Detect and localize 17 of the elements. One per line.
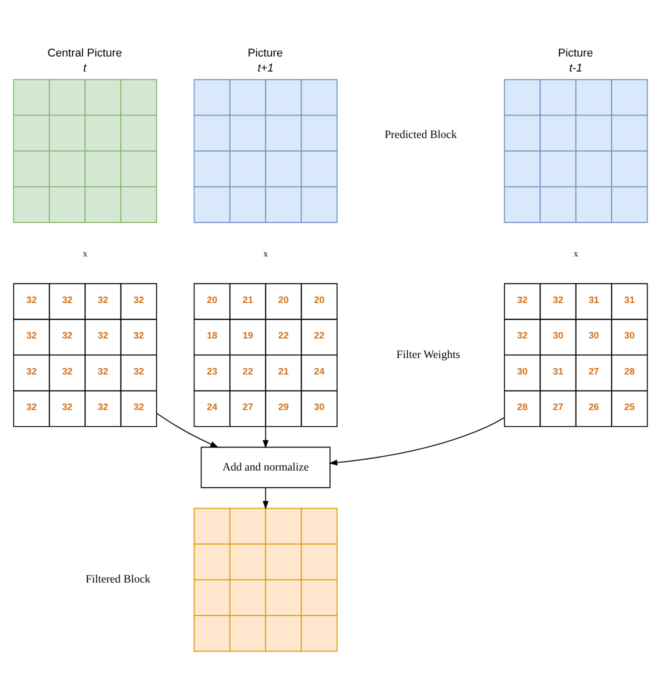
label: x	[263, 248, 268, 259]
label: x	[82, 248, 88, 259]
arrow	[262, 486, 269, 509]
node-label: Picture	[248, 47, 283, 60]
label: Predicted Block	[384, 128, 457, 140]
label: Filtered Block	[86, 573, 150, 586]
node-label: Central Picture	[48, 47, 122, 60]
node-label: t	[83, 62, 86, 74]
node-label: t-1	[569, 62, 582, 74]
arrow	[156, 412, 219, 448]
label: Filter Weights	[396, 348, 460, 360]
arrow	[328, 416, 505, 466]
node-box: Add and normalize	[200, 446, 330, 488]
label: x	[574, 248, 578, 259]
node-label: t+1	[258, 62, 274, 74]
arrow	[262, 426, 269, 448]
node-label: Picture	[558, 47, 594, 60]
